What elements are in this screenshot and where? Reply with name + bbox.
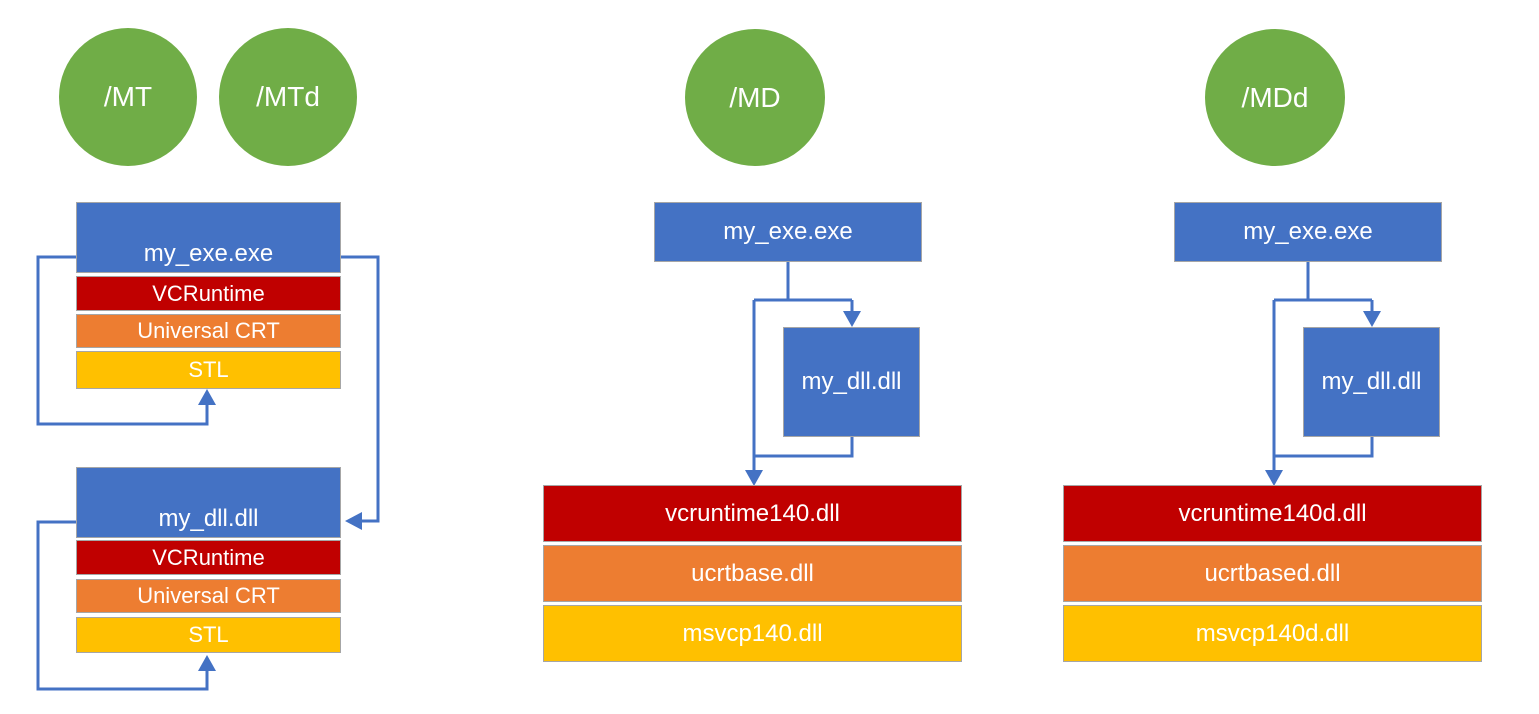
md-dll-label: my_dll.dll xyxy=(801,368,902,395)
mdd-runtime-ucrtbased: ucrtbased.dll xyxy=(1063,545,1482,602)
static-exe-layer-universal-crt: Universal CRT xyxy=(76,314,341,348)
static-dll-label: my_dll.dll xyxy=(158,505,259,532)
mdd-runtime-vcruntime140d: vcruntime140d.dll xyxy=(1063,485,1482,542)
static-exe-label: my_exe.exe xyxy=(143,240,274,267)
static-exe-box: my_exe.exe xyxy=(76,202,341,273)
md-runtime-ucrtbase: ucrtbase.dll xyxy=(543,545,962,602)
mdd-dll-label: my_dll.dll xyxy=(1321,368,1422,395)
md-exe-label: my_exe.exe xyxy=(723,218,853,245)
static-dll-box: my_dll.dll xyxy=(76,467,341,538)
md-runtime-vcruntime140: vcruntime140.dll xyxy=(543,485,962,542)
mdd-exe-to-dll-arrow xyxy=(1363,300,1381,327)
mdd-dll-box: my_dll.dll xyxy=(1303,327,1440,437)
mdd-exe-box: my_exe.exe xyxy=(1174,202,1442,262)
mdd-to-runtime-arrow xyxy=(1265,300,1283,486)
static-dll-layer-stl: STL xyxy=(76,617,341,653)
static-dll-layer-universal-crt: Universal CRT xyxy=(76,579,341,613)
md-to-runtime-arrow xyxy=(745,300,763,486)
mdd-exe-label: my_exe.exe xyxy=(1243,218,1373,245)
md-exe-box: my_exe.exe xyxy=(654,202,922,262)
mdd-dll-merge-line xyxy=(1274,437,1374,458)
md-exe-to-dll-arrow xyxy=(843,300,861,327)
md-dll-box: my_dll.dll xyxy=(783,327,920,437)
static-dll-self-link-arrow xyxy=(36,520,216,691)
static-exe-layer-vcruntime: VCRuntime xyxy=(76,276,341,311)
mdd-badge: /MDd xyxy=(1205,29,1345,166)
mt-badge: /MT xyxy=(59,28,197,166)
static-dll-layer-vcruntime: VCRuntime xyxy=(76,540,341,575)
mdd-exe-branch-line xyxy=(1274,261,1372,302)
md-runtime-msvcp140: msvcp140.dll xyxy=(543,605,962,662)
static-exe-to-dll-arrow xyxy=(341,255,380,530)
md-badge: /MD xyxy=(685,29,825,166)
md-dll-merge-line xyxy=(754,437,854,458)
static-exe-layer-stl: STL xyxy=(76,351,341,389)
static-exe-self-link-arrow xyxy=(36,255,216,426)
mtd-badge: /MTd xyxy=(219,28,357,166)
md-exe-branch-line xyxy=(754,261,852,302)
mdd-runtime-msvcp140d: msvcp140d.dll xyxy=(1063,605,1482,662)
